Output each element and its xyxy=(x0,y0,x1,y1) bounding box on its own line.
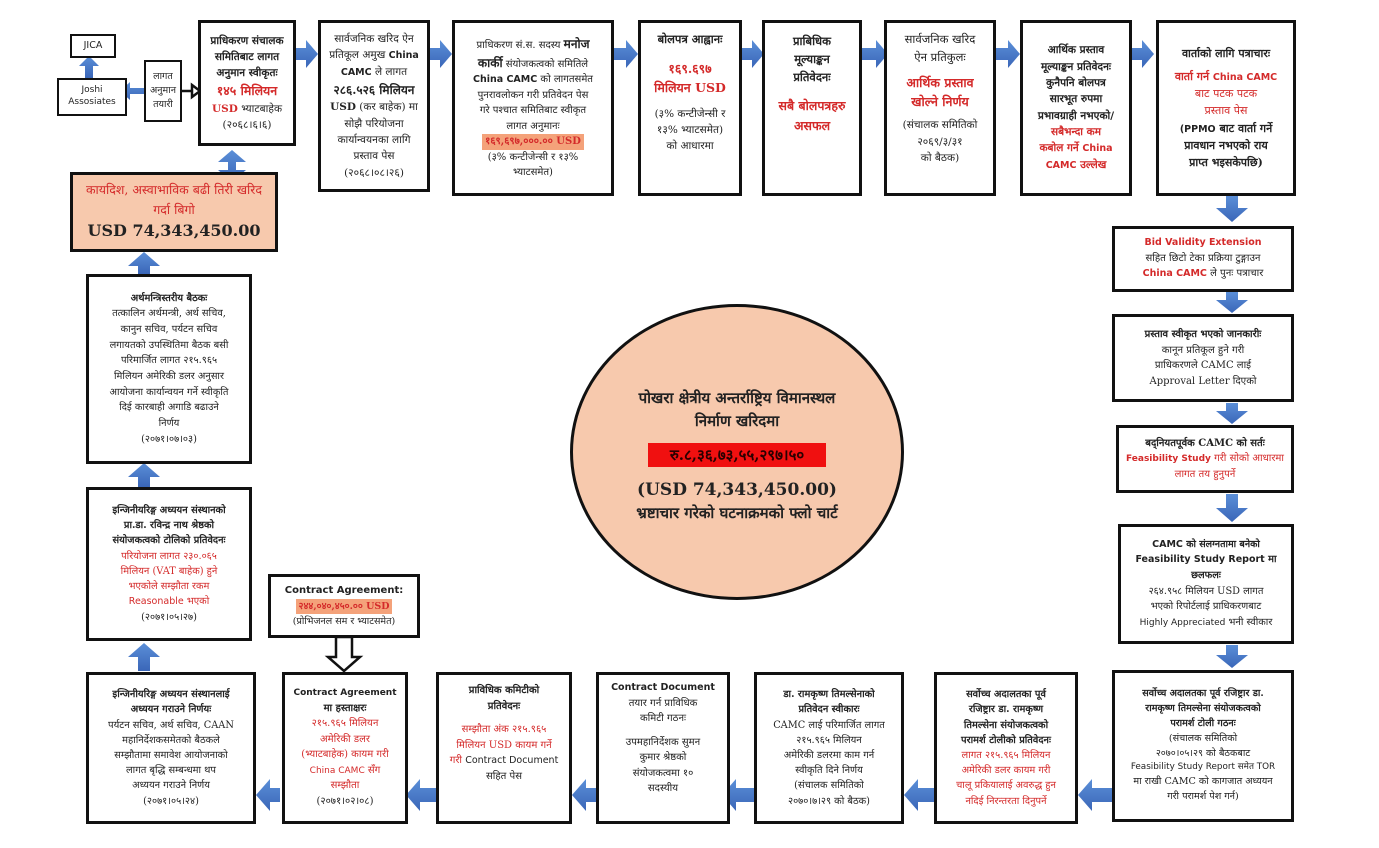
contract-note-box: Contract Agreement: २४४,०४०,४५०.०० USD (… xyxy=(268,574,420,638)
title-line-3: भ्रष्टाचार गरेको घटनाक्रमको फ्लो चार्ट xyxy=(636,504,838,523)
arrow-down-icon xyxy=(1216,196,1248,222)
arrow-right-icon xyxy=(1132,40,1154,68)
title-line-1: पोखरा क्षेत्रीय अन्तर्राष्ट्रिय विमानस्थ… xyxy=(638,388,836,407)
bottom-step-3: डा. रामकृष्ण तिमल्सेनाको प्रतिवेदन स्वीक… xyxy=(754,672,904,824)
arrow-down-icon xyxy=(1216,403,1248,424)
top-step-6: सार्वजनिक खरिद ऐन प्रतिकुलः आर्थिक प्रस्… xyxy=(884,20,996,196)
arrow-left-icon xyxy=(722,779,754,811)
hollow-down-arrow-icon xyxy=(324,635,364,673)
estimate-label: लागत अनुमान तयारी xyxy=(150,71,176,110)
ioe-report-box: इन्जिनीयरिङ्ग अध्ययन संस्थानको प्रा.डा. … xyxy=(86,487,252,641)
joshi-box: Joshi Assosiates xyxy=(57,78,127,116)
contract-amount: २४४,०४०,४५०.०० USD xyxy=(295,598,393,614)
arrow-up-icon xyxy=(128,252,160,274)
top-step-7: आर्थिक प्रस्ताव मूल्याङ्कन प्रतिवेदनः कु… xyxy=(1020,20,1132,196)
top-step-3: प्राधिकरण सं.स. सदस्य मनोज कार्की संयोजक… xyxy=(452,20,614,196)
arrow-up-icon xyxy=(79,56,99,78)
jica-box: JICA xyxy=(70,34,116,58)
bottom-step-7: इन्जिनीयरिङ्ग अध्ययन संस्थानलाई अध्ययन ग… xyxy=(86,672,256,824)
amount-usd: (USD 74,343,450.00) xyxy=(637,480,837,501)
right-step-3: बद्नियतपूर्वक CAMC को सर्तः Feasibility … xyxy=(1116,425,1294,493)
arrow-left-icon xyxy=(1078,779,1112,811)
arrow-left-icon xyxy=(256,779,280,811)
arrow-right-icon xyxy=(296,40,318,68)
bottom-step-6: Contract Agreement मा हस्ताक्षरः २१५.९६५… xyxy=(282,672,408,824)
arrow-left-icon xyxy=(406,779,436,811)
arrow-right-icon xyxy=(862,40,888,68)
jica-label: JICA xyxy=(83,39,103,51)
arrow-down-icon xyxy=(1216,494,1248,522)
right-step-4: CAMC को संलग्नतामा बनेको Feasibility Stu… xyxy=(1118,524,1294,644)
arrow-right-icon xyxy=(742,40,764,68)
arrow-up-icon xyxy=(128,463,160,487)
arrow-left-icon xyxy=(904,779,934,811)
loss-amount-box: कायदिश, अस्वाभाविक बढी तिरी खरिद गर्दा ब… xyxy=(70,172,278,252)
top-step-8: वार्ताको लागि पत्राचारः वार्ता गर्न Chin… xyxy=(1156,20,1296,196)
estimate-box: लागत अनुमान तयारी xyxy=(144,60,182,122)
right-step-1: Bid Validity Extension सहित छिटो टेका प्… xyxy=(1112,226,1294,292)
bottom-step-1: सर्वोच्च अदालतका पूर्व रजिष्ट्रार डा. रा… xyxy=(1112,670,1294,822)
bottom-step-2: सर्वोच्च अदालतका पूर्व रजिष्ट्रार डा. रा… xyxy=(934,672,1078,824)
bottom-step-5: प्राविधिक कमिटीको प्रतिवेदनः सम्झौता अंक… xyxy=(436,672,572,824)
arrow-left-icon xyxy=(572,779,596,811)
arrow-up-icon xyxy=(128,643,160,671)
joshi-label: Joshi Assosiates xyxy=(68,85,116,107)
ministerial-meeting-box: अर्थमन्त्रिस्तरीय बैठकः तत्कालिन अर्थमन्… xyxy=(86,274,252,464)
amount-npr: रु.८,३६,७३,५५,२९७।५० xyxy=(647,443,827,468)
arrow-right-icon xyxy=(430,40,452,68)
top-step-5: प्राबिधिक मूल्याङ्कन प्रतिवेदनः सबै बोलप… xyxy=(762,20,862,196)
top-step-4: बोलपत्र आह्वानः १६९.६९७ मिलियन USD (३% क… xyxy=(638,20,742,196)
title-line-2: निर्माण खरिदमा xyxy=(694,412,780,431)
top-step-2: सार्वजनिक खरिद ऐन प्रतिकूल अमुख China CA… xyxy=(318,20,430,192)
top-step-1: प्राधिकरण संचालक समितिबाट लागत अनुमान स्… xyxy=(198,20,296,146)
arrow-down-icon xyxy=(1216,645,1248,668)
approved-estimate-amount: १६९,६९७,०००.०० USD xyxy=(482,134,584,150)
arrow-right-icon xyxy=(614,40,638,68)
arrow-right-icon xyxy=(996,40,1020,68)
hollow-arrow-icon xyxy=(182,82,203,100)
loss-usd: USD 74,343,450.00 xyxy=(87,220,261,240)
arrow-down-icon xyxy=(1216,292,1248,313)
right-step-2: प्रस्ताव स्वीकृत भएको जानकारीः कानून प्र… xyxy=(1112,314,1294,402)
title-circle: पोखरा क्षेत्रीय अन्तर्राष्ट्रिय विमानस्थ… xyxy=(570,304,904,600)
bottom-step-4: Contract Document तयार गर्न प्राविधिक कम… xyxy=(596,672,730,824)
